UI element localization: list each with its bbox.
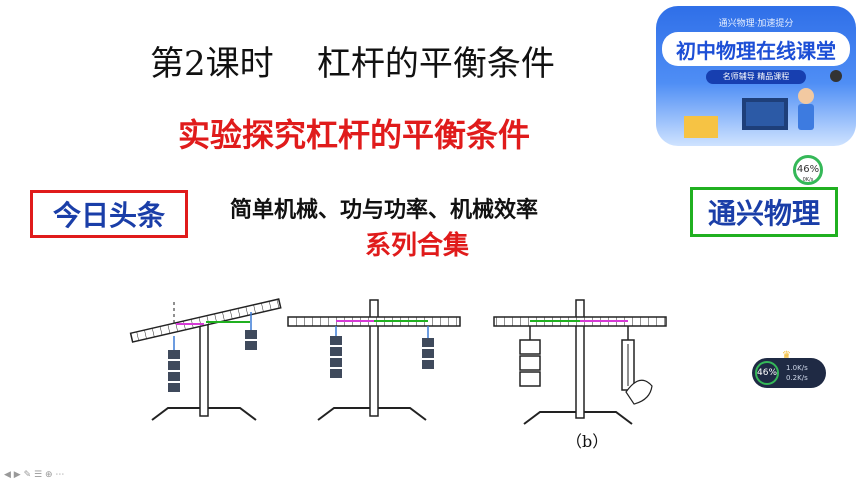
series-sub: 系列合集 — [365, 231, 470, 261]
slide-subtitle: 实验探究杠杆的平衡条件 — [178, 116, 531, 154]
lever-diagram-a-icon — [129, 298, 282, 421]
figure-caption-b: （b） — [566, 432, 609, 451]
lever-diagram-c-icon — [493, 299, 667, 425]
promo-top-text: 通兴物理·加速提分 — [718, 19, 794, 29]
speed2-up: 1.0K/s — [786, 364, 808, 372]
zoom-icon[interactable]: ⊕ — [44, 470, 53, 480]
prev-slide-icon[interactable]: ◀ — [4, 470, 11, 480]
teacher-illustration-icon — [684, 70, 842, 138]
series-line: 简单机械、功与功率、机械效率 — [230, 198, 539, 223]
tag-tongxing: 通兴物理 — [690, 187, 838, 237]
next-slide-icon[interactable]: ▶ — [13, 470, 21, 480]
more-icon[interactable]: ⋯ — [55, 470, 65, 480]
speed2-down: 0.2K/s — [786, 374, 808, 382]
lever-diagram-b-icon — [287, 299, 461, 421]
network-speed-widget[interactable]: 46% 0K/s — [793, 155, 823, 185]
speed-rate: 0K/s — [802, 177, 814, 183]
tag-toutiao: 今日头条 — [30, 190, 188, 238]
speed-percent: 46% — [796, 164, 820, 175]
network-speed-widget-2[interactable]: 46% 1.0K/s 0.2K/s ♛ — [752, 350, 826, 388]
promo-main-text: 初中物理在线课堂 — [662, 32, 850, 66]
slide-title: 第2课时 杠杆的平衡条件 — [150, 44, 555, 84]
menu-icon[interactable]: ☰ — [34, 470, 43, 480]
pen-icon[interactable]: ✎ — [23, 470, 32, 480]
slideshow-controls[interactable]: ◀ ▶ ✎ ☰ ⊕ ⋯ — [4, 470, 64, 480]
crown-icon: ♛ — [782, 350, 791, 361]
promo-sub-text: 名师辅导 精品课程 — [706, 70, 806, 84]
speed2-percent: 46% — [755, 361, 779, 385]
promo-banner[interactable]: 通兴物理·加速提分 初中物理在线课堂 名师辅导 精品课程 — [656, 6, 856, 146]
